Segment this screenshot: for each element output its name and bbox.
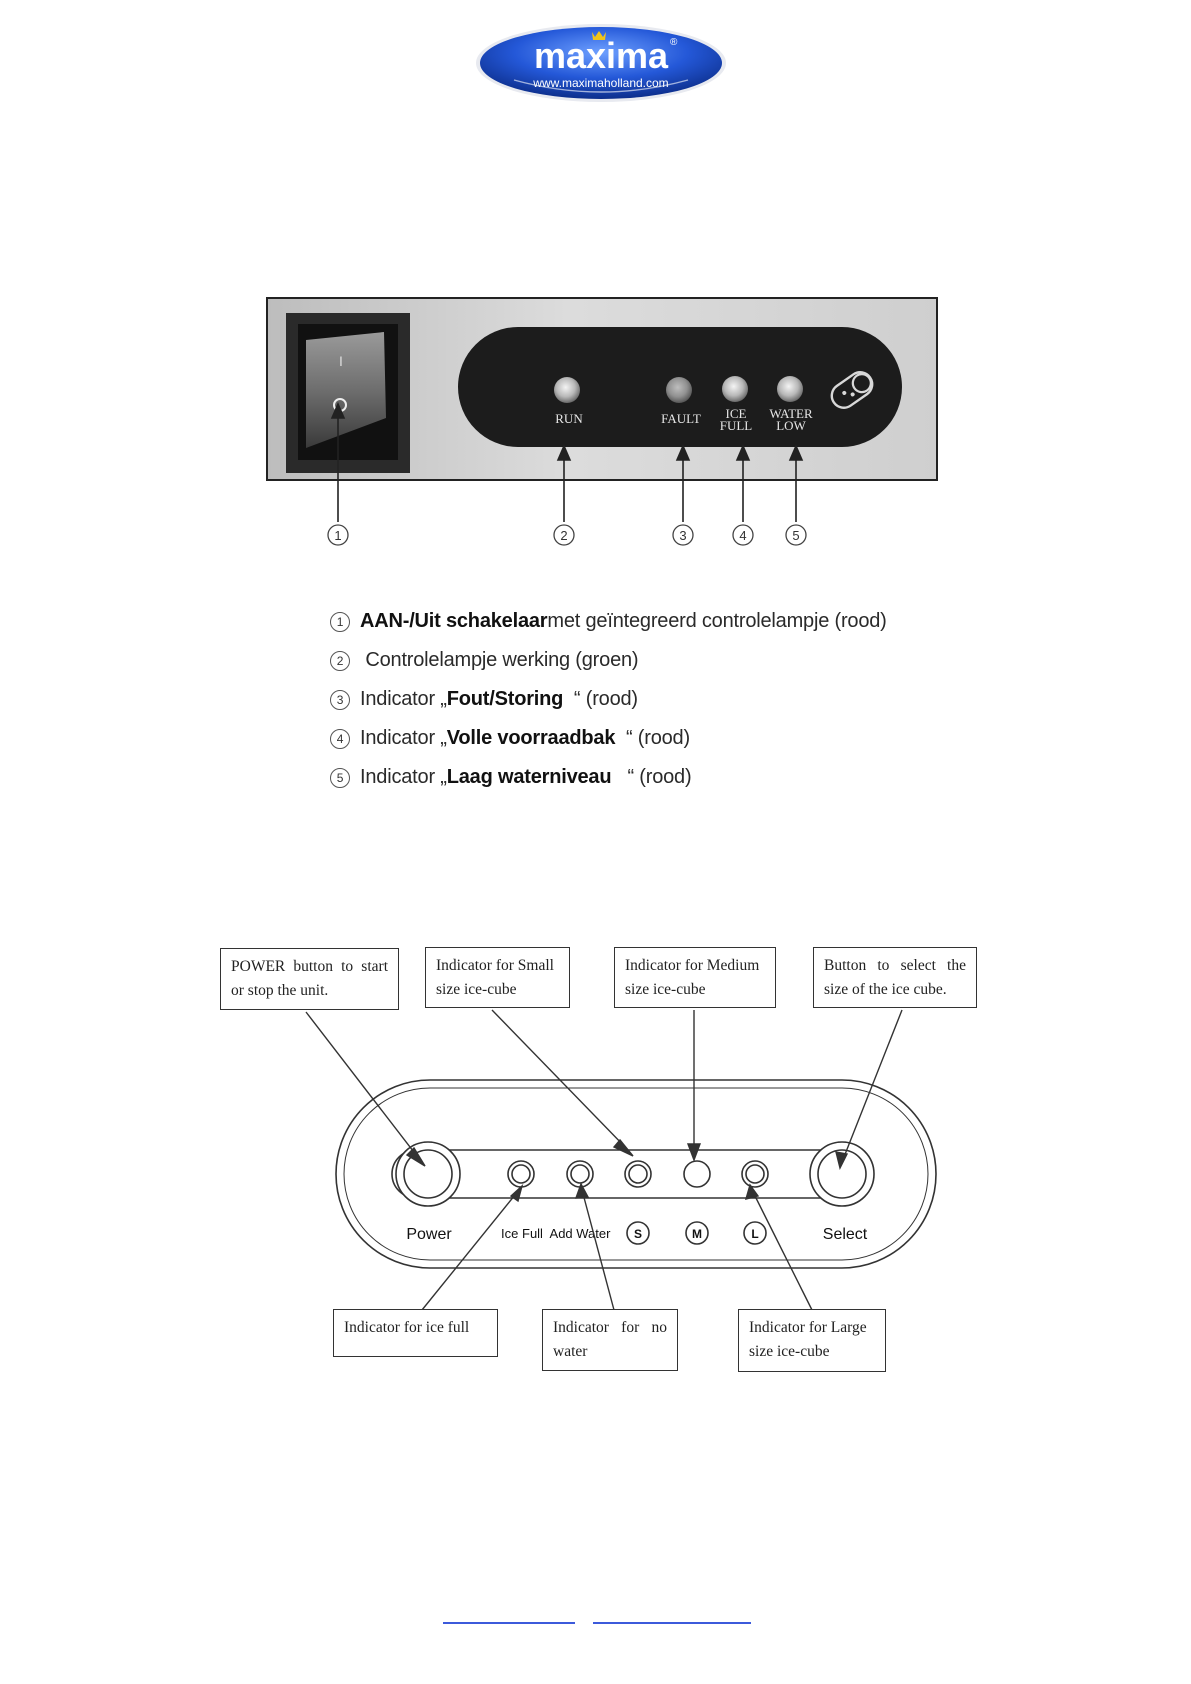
m-label: M: [692, 1227, 702, 1241]
ice-full-label-1: ICE: [726, 406, 747, 421]
marker-3: [672, 524, 694, 546]
callout-no-water: Indicator for no water: [542, 1309, 678, 1371]
fault-led: [666, 377, 692, 403]
legend-text-pre: Indicator „: [360, 766, 447, 788]
legend-text-bold: AAN-/Uit schakelaar: [360, 610, 548, 632]
callout-no-water-text: Indicator for no water: [553, 1319, 667, 1360]
maxima-logo: maxima ® www.maximaholland.com: [474, 22, 728, 104]
add-water-indicator: [566, 1160, 594, 1188]
add-water-label: Add Water: [550, 1226, 612, 1241]
control-panel-photo: I RUN FAULT ICE FULL WATER LOW 1 2 3 4: [266, 297, 938, 546]
water-low-label-1: WATER: [769, 406, 813, 421]
legend-text-post: “ (rood): [615, 727, 690, 749]
legend-text-post: “ (rood): [563, 688, 638, 710]
legend-item: 1 AAN-/Uit schakelaar met geïntegreerd c…: [330, 602, 970, 641]
callout-select: Button to select the size of the ice cub…: [813, 947, 977, 1008]
legend-text-bold: Volle voorraadbak: [446, 727, 616, 749]
ice-cube-icon: [830, 371, 874, 409]
legend-number: 2: [330, 650, 350, 671]
small-indicator: [624, 1160, 652, 1188]
ice-full-label: Ice Full: [501, 1226, 543, 1241]
legend-list: 1 AAN-/Uit schakelaar met geïntegreerd c…: [330, 602, 970, 797]
legend-number: 5: [330, 767, 350, 788]
water-low-led: [777, 376, 803, 402]
legend-text-bold: Laag waterniveau: [446, 766, 612, 788]
legend-item: 5 Indicator „Laag waterniveau “ (rood): [330, 758, 970, 797]
callout-power-text: POWER button to start or stop the unit.: [231, 958, 388, 999]
legend-number: 4: [330, 728, 350, 749]
marker-3-label: 3: [679, 528, 686, 543]
water-low-label-2: LOW: [776, 418, 806, 433]
legend-text-pre: Indicator „: [360, 688, 447, 710]
callout-small-text: Indicator for Small size ice-cube: [436, 957, 554, 998]
ice-full-led: [722, 376, 748, 402]
logo-graphic: maxima ® www.maximaholland.com: [476, 24, 726, 102]
marker-5-label: 5: [792, 528, 799, 543]
legend-item: 3 Indicator „Fout/Storing “ (rood): [330, 680, 970, 719]
l-label: L: [751, 1227, 758, 1241]
legend-item: 4 Indicator „Volle voorraadbak “ (rood): [330, 719, 970, 758]
callout-power: POWER button to start or stop the unit.: [220, 948, 399, 1010]
legend-text-pre: Indicator „: [360, 727, 447, 749]
logo-url: www.maximaholland.com: [532, 76, 668, 90]
marker-2: [553, 524, 575, 546]
power-label: Power: [406, 1226, 452, 1243]
power-button: [395, 1141, 461, 1207]
marker-1: [327, 524, 349, 546]
ice-full-indicator: [507, 1160, 535, 1188]
legend-number: 1: [330, 611, 350, 632]
marker-2-label: 2: [560, 528, 567, 543]
footer-link-underline[interactable]: [443, 1622, 575, 1624]
legend-text-post: met geïntegreerd controlelampje (rood): [547, 610, 887, 632]
callout-select-text: Button to select the size of the ice cub…: [824, 957, 966, 998]
logo-brand: maxima: [534, 35, 669, 76]
crown-icon: [592, 31, 606, 40]
s-label: S: [634, 1227, 642, 1241]
run-led: [554, 377, 580, 403]
l-badge: [743, 1221, 767, 1245]
callout-large: Indicator for Large size ice-cube: [738, 1309, 886, 1372]
m-badge: [685, 1221, 709, 1245]
ice-full-label-2: FULL: [720, 418, 753, 433]
callout-small: Indicator for Small size ice-cube: [425, 947, 570, 1008]
callout-large-text: Indicator for Large size ice-cube: [749, 1319, 867, 1360]
select-label: Select: [823, 1226, 868, 1243]
run-label: RUN: [555, 411, 583, 426]
panel-outer-outline: [335, 1079, 937, 1269]
s-badge: [626, 1221, 650, 1245]
callout-ice-full-text: Indicator for ice full: [344, 1319, 470, 1336]
marker-4-label: 4: [739, 528, 746, 543]
large-indicator: [741, 1160, 769, 1188]
marker-1-label: 1: [334, 528, 341, 543]
callout-ice-full: Indicator for ice full: [333, 1309, 498, 1357]
fault-label: FAULT: [661, 411, 701, 426]
legend-number: 3: [330, 689, 350, 710]
legend-text-pre: Controlelampje werking (groen): [360, 649, 639, 671]
select-button: [809, 1141, 875, 1207]
logo-registered: ®: [670, 37, 678, 48]
legend-text-post: “ (rood): [611, 766, 692, 788]
callout-medium-text: Indicator for Medium size ice-cube: [625, 957, 760, 998]
callout-medium: Indicator for Medium size ice-cube: [614, 947, 776, 1008]
marker-5: [785, 524, 807, 546]
marker-4: [732, 524, 754, 546]
footer-link-underline[interactable]: [593, 1622, 751, 1624]
legend-text-bold: Fout/Storing: [446, 688, 564, 710]
power-rocker-switch: [306, 332, 386, 448]
legend-item: 2 Controlelampje werking (groen): [330, 641, 970, 680]
medium-indicator: [683, 1160, 711, 1188]
indicator-strip: [391, 1149, 873, 1199]
switch-on-symbol: I: [339, 353, 343, 369]
